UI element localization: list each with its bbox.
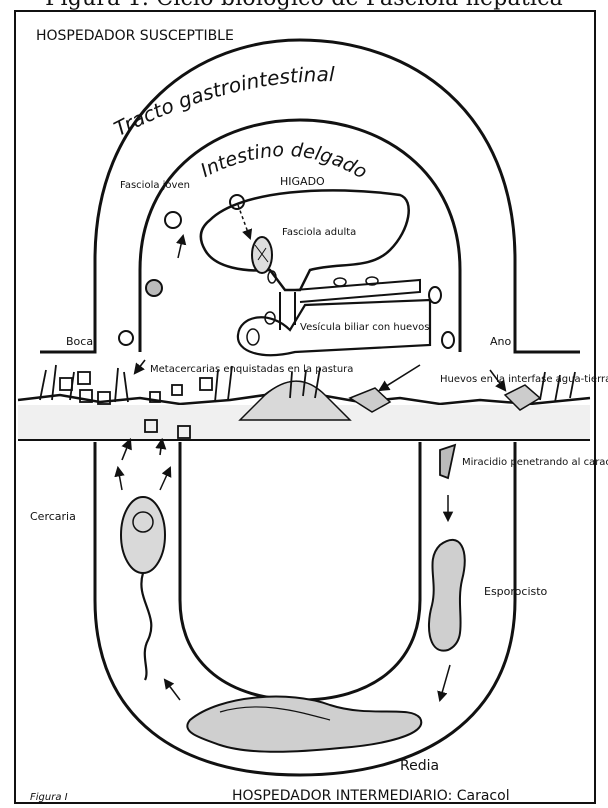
snail-inner-outline — [180, 442, 420, 700]
sporocyst-label: Esporocisto — [484, 585, 548, 598]
adult-fasciola — [252, 237, 272, 273]
redia — [187, 697, 421, 752]
metacercariae-label: Metacercarias enquistadas en la pastura — [150, 364, 353, 375]
cercaria-body — [121, 497, 165, 573]
sporocyst — [429, 540, 465, 651]
egg — [334, 278, 346, 286]
eggs-interface-label: Huevos en la interfase agua-tierra — [440, 374, 608, 385]
intermediate-host-label: HOSPEDADOR INTERMEDIARIO: Caracol — [232, 788, 510, 804]
liver-shape — [201, 190, 409, 290]
adult-fasciola-label: Fasciola adulta — [282, 227, 356, 238]
egg — [247, 329, 259, 345]
cercaria-tail — [141, 573, 151, 680]
miracidium — [440, 445, 455, 478]
cercaria-label: Cercaria — [30, 510, 76, 523]
liver-label: HIGADO — [280, 175, 325, 188]
anus-label: Ano — [490, 335, 511, 348]
gi-tract-label: Tracto gastrointestinal — [110, 62, 335, 141]
young-fasciola-label: Fasciola joven — [120, 180, 190, 191]
redia-label: Redia — [400, 758, 439, 774]
gallbladder-label: Vesícula biliar con huevos — [300, 321, 429, 333]
mouth-label: Boca — [66, 335, 93, 348]
host-susceptible-label: HOSPEDADOR SUSCEPTIBLE — [36, 28, 234, 44]
figure-caption: Figura I — [30, 792, 68, 803]
miracidium-label: Miracidio penetrando al caracol — [462, 457, 608, 468]
